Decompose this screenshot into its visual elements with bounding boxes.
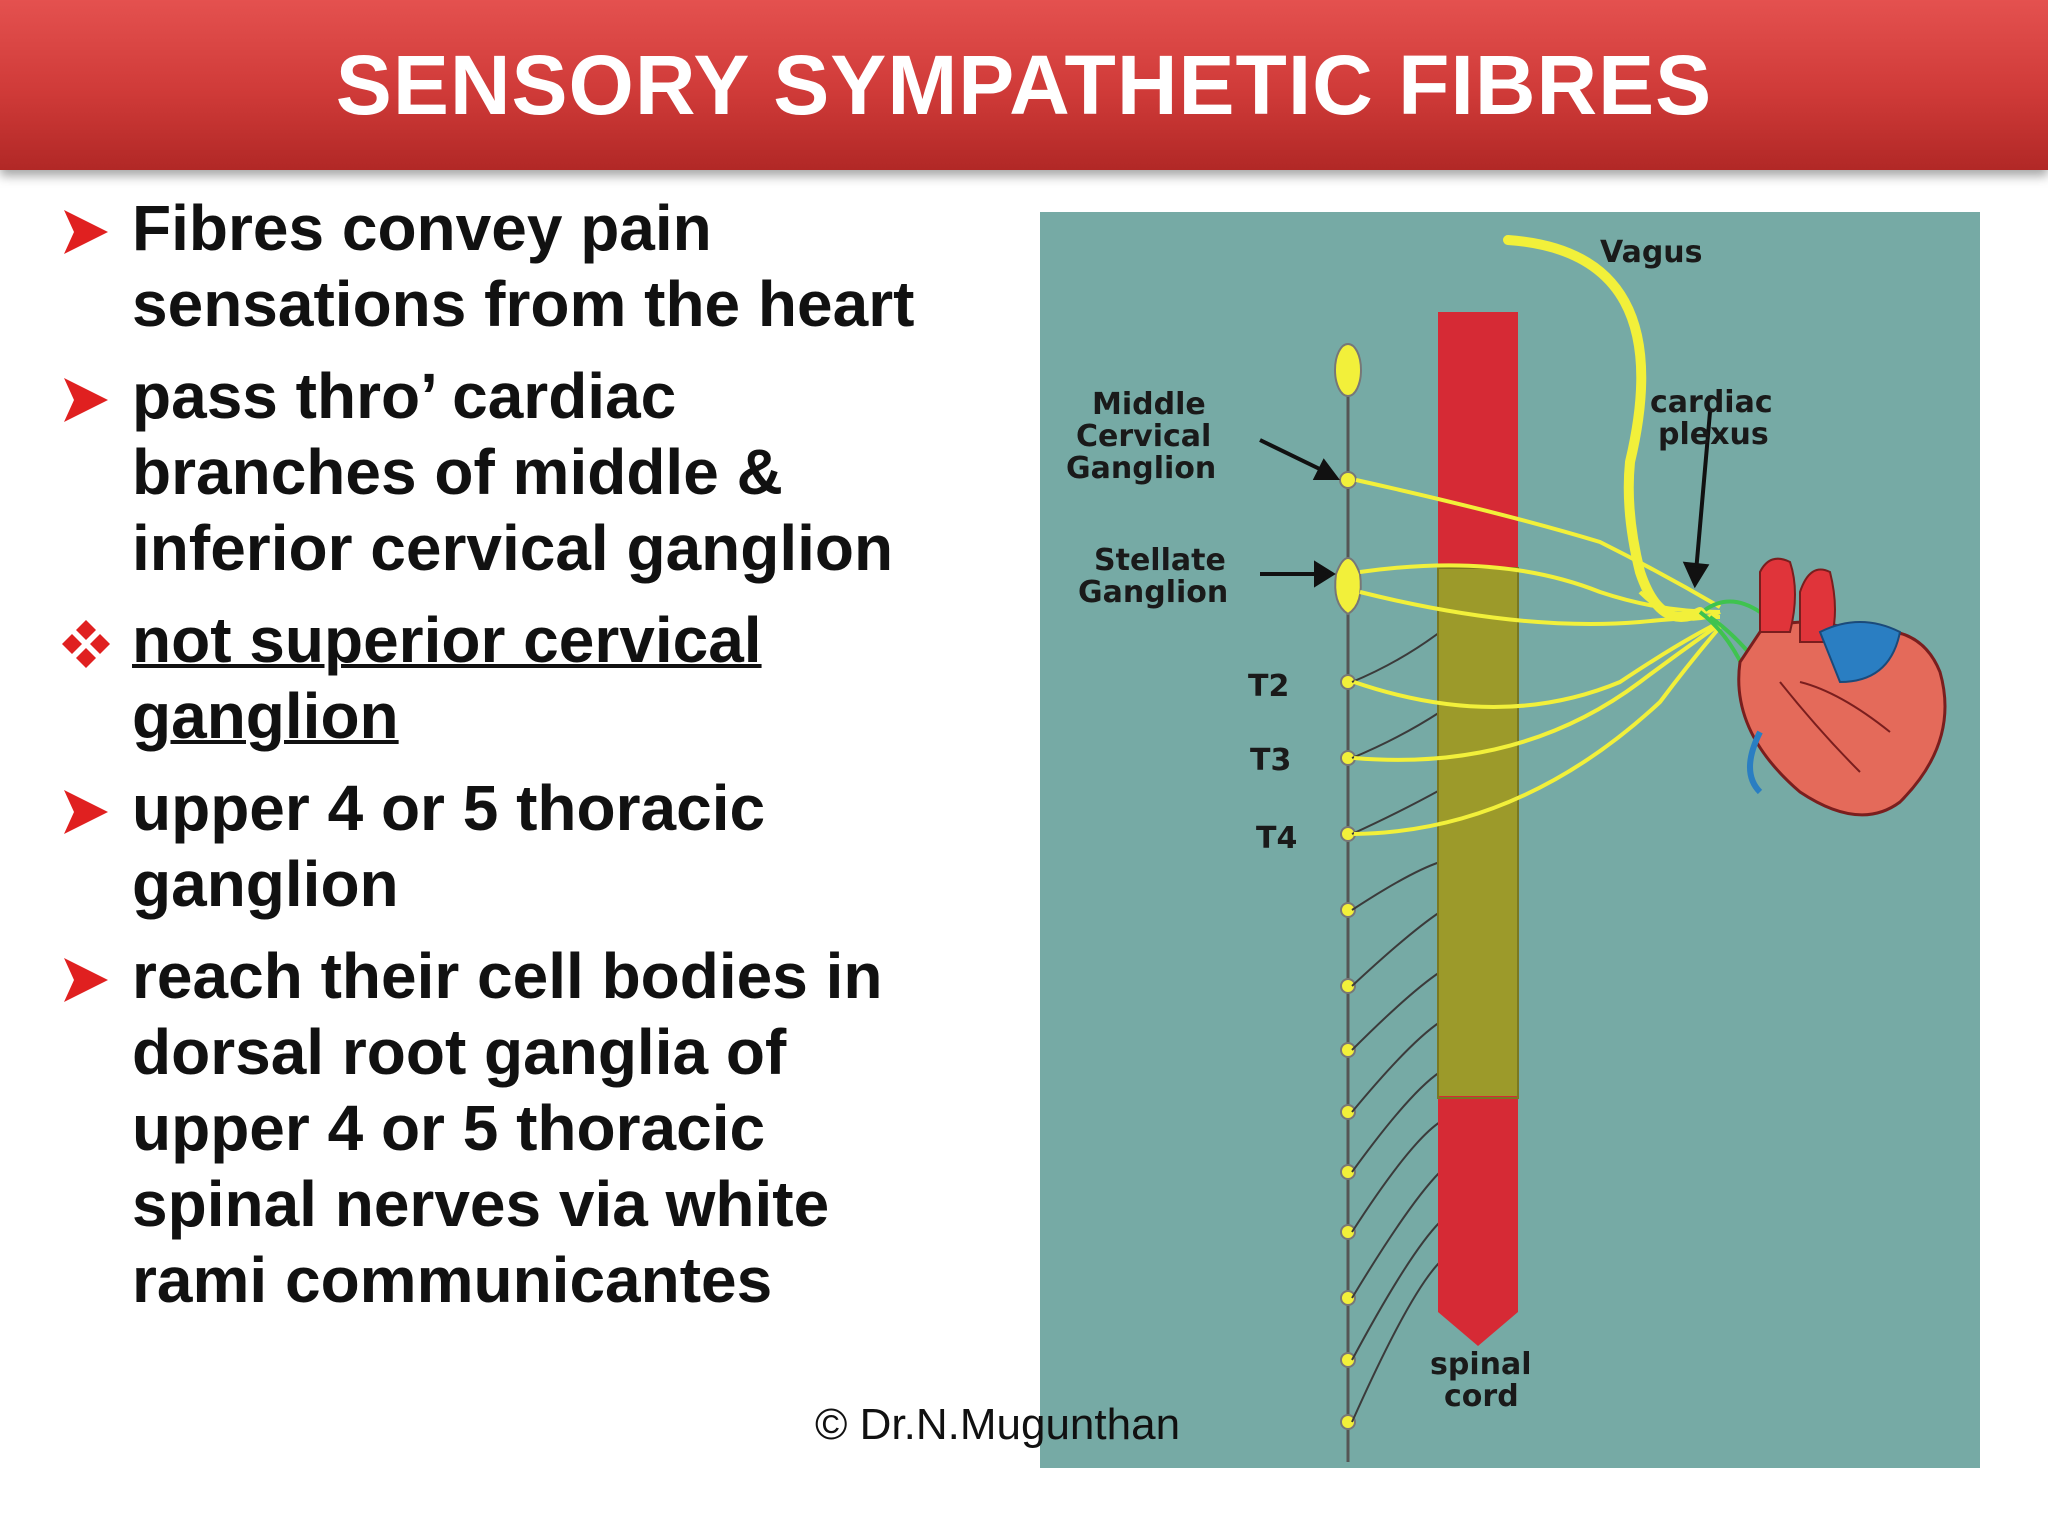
chain-ganglion xyxy=(1340,1352,1356,1368)
arrow-bullet-icon xyxy=(64,378,108,422)
anatomy-diagram: Vagus cardiac plexus Middle Cervical Gan… xyxy=(1040,212,1980,1468)
title-bar: SENSORY SYMPATHETIC FIBRES xyxy=(0,0,2048,170)
bullet-item: not superior cervical ganglion xyxy=(58,602,1018,754)
label-vagus: Vagus xyxy=(1600,235,1703,270)
slide-title: SENSORY SYMPATHETIC FIBRES xyxy=(335,37,1713,132)
diagram-canvas: Vagus cardiac plexus Middle Cervical Gan… xyxy=(1066,235,1947,1462)
label-middle: Middle xyxy=(1092,387,1206,422)
chain-ganglion xyxy=(1340,1414,1356,1430)
chain-ganglion xyxy=(1340,978,1356,994)
chain-ganglion xyxy=(1340,902,1356,918)
bullet-item: pass thro’ cardiac branches of middle & … xyxy=(58,358,1018,586)
label-cervical: Cervical xyxy=(1076,419,1211,454)
rami-communicantes xyxy=(1351,631,1441,1423)
label-cord: cord xyxy=(1444,1379,1519,1414)
superior-ganglion xyxy=(1334,343,1362,397)
chain-ganglion xyxy=(1340,1042,1356,1058)
chain-ganglion xyxy=(1340,1290,1356,1306)
bullet-text: pass thro’ cardiac branches of middle & … xyxy=(132,360,894,584)
label-t3: T3 xyxy=(1250,743,1291,778)
label-cardiac: cardiac xyxy=(1650,385,1773,420)
bullet-text: Fibres convey pain sensations from the h… xyxy=(132,192,915,340)
stellate-ganglion xyxy=(1334,557,1362,616)
label-plexus: plexus xyxy=(1658,417,1769,452)
label-spinal: spinal xyxy=(1430,1347,1532,1382)
arrow-bullet-icon xyxy=(64,958,108,1002)
bullet-list: Fibres convey pain sensations from the h… xyxy=(58,190,1018,1334)
label-middle-ganglion: Ganglion xyxy=(1066,451,1216,486)
pointer-arrows xyxy=(1259,411,1712,589)
label-stellate: Stellate xyxy=(1094,543,1226,578)
bullet-text: reach their cell bodies in dorsal root g… xyxy=(132,940,883,1316)
arrow-bullet-icon xyxy=(64,210,108,254)
copyright-text: © Dr.N.Mugunthan xyxy=(815,1400,1181,1449)
heart-illustration xyxy=(1737,557,1947,817)
bullet-text: upper 4 or 5 thoracic ganglion xyxy=(132,772,766,920)
cardiac-sensory-fibres xyxy=(1353,478,1722,836)
spinal-cord-thoracic xyxy=(1438,568,1518,1098)
label-t2: T2 xyxy=(1248,669,1289,704)
middle-cervical-ganglion xyxy=(1339,471,1357,489)
chain-ganglion xyxy=(1340,1164,1356,1180)
bullet-item: Fibres convey pain sensations from the h… xyxy=(58,190,1018,342)
spinal-cord-lower xyxy=(1438,1096,1518,1346)
arrow-bullet-icon xyxy=(64,790,108,834)
chain-ganglion xyxy=(1340,1104,1356,1120)
bullet-text: not superior cervical ganglion xyxy=(132,604,762,752)
label-stellate-ganglion: Ganglion xyxy=(1078,575,1228,610)
label-t4: T4 xyxy=(1256,821,1297,856)
bullet-item: reach their cell bodies in dorsal root g… xyxy=(58,938,1018,1318)
chain-ganglion xyxy=(1340,1224,1356,1240)
bullet-item: upper 4 or 5 thoracic ganglion xyxy=(58,770,1018,922)
diamond-bullet-icon xyxy=(62,620,110,668)
